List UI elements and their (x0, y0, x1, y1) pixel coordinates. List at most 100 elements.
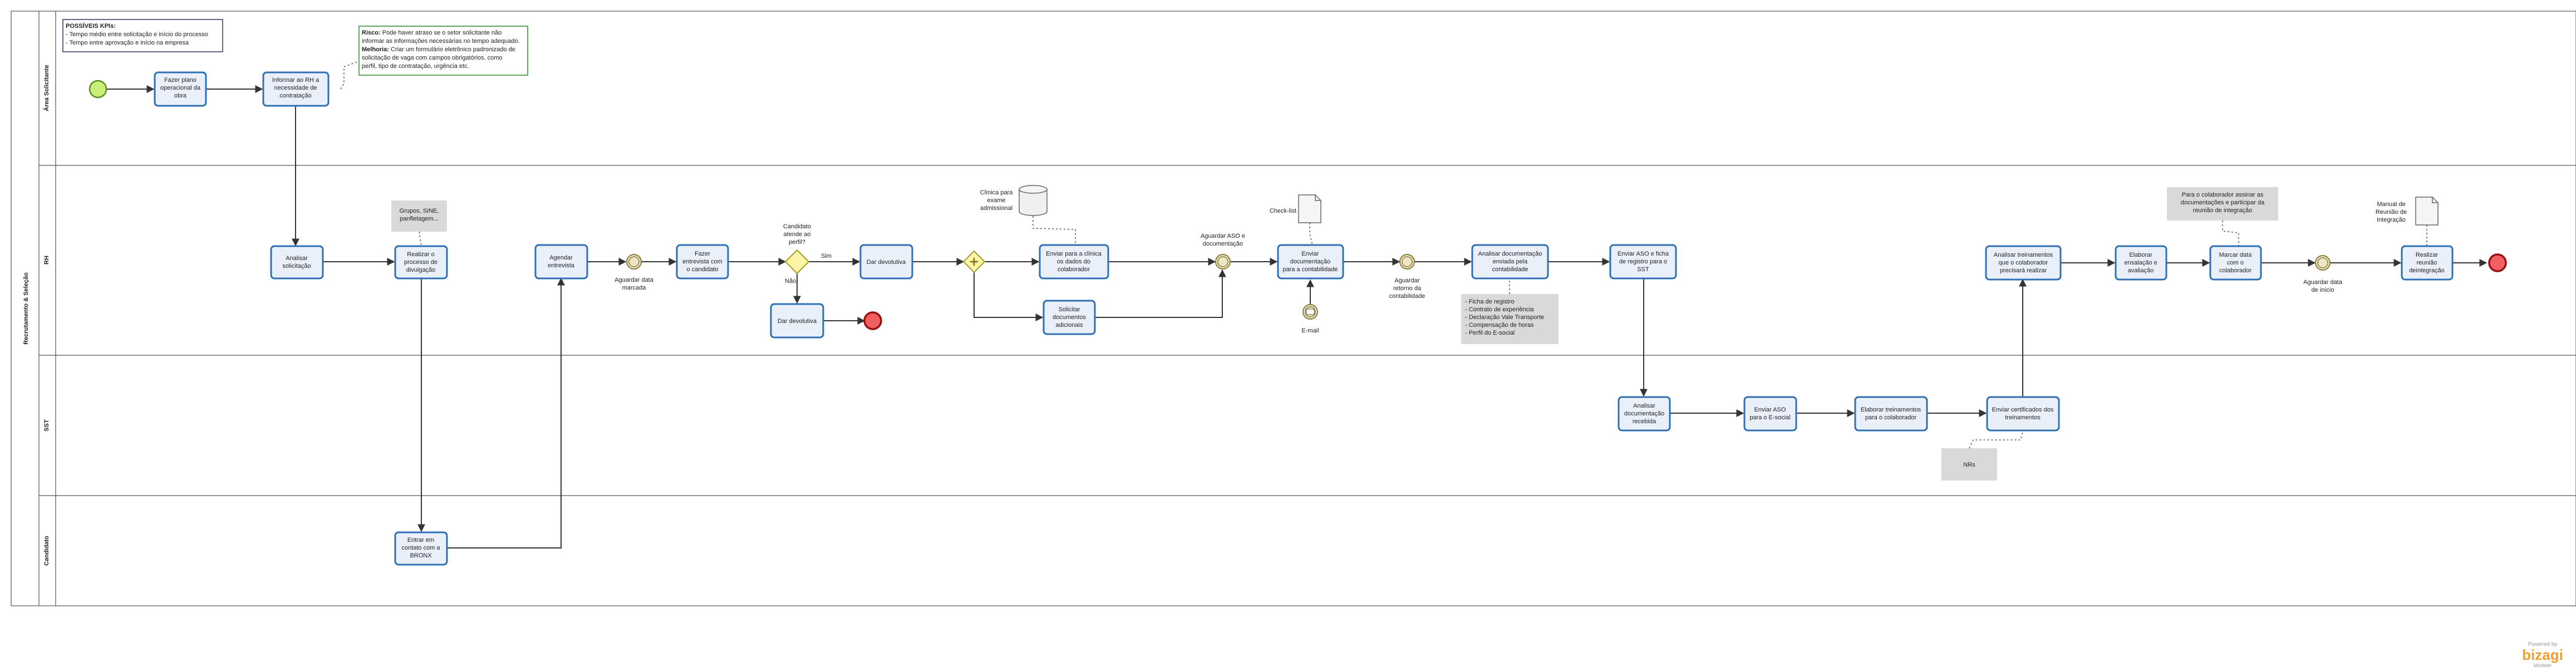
lane-rh: RH (43, 256, 50, 265)
task-fazer-plano[interactable]: Fazer plano operacional da obra (154, 71, 207, 107)
task-enviar-aso-sst[interactable]: Enviar ASO e ficha de registro para o SS… (1609, 244, 1677, 280)
event-data-marcada-line-1: Aguardar data (614, 277, 654, 283)
task-analisar-documentacao-line-1: Analisar documentação (1478, 251, 1542, 257)
task-enviar-clinica[interactable]: Enviar para a clínica os dados do colabo… (1039, 244, 1109, 280)
task-marcar-data[interactable]: Marcar data com o colaborador (2209, 245, 2262, 281)
svg-text:Melhoria: Criar um formulário: Melhoria: Criar um formulário eletrônico… (362, 46, 515, 53)
task-analisar-solicitacao-line-1: Analisar (286, 255, 308, 262)
gateway-candidato[interactable]: Candidato atende ao perfil? Sim Não (783, 223, 832, 285)
task-realizar-divulgacao[interactable]: Realizar o processo de divulgação (394, 245, 448, 280)
event-retorno-line-2: retorno da (1393, 285, 1422, 292)
task-dar-devolutiva-nao[interactable]: Dar devolutiva (770, 303, 824, 339)
manual-line-3: Integração (2377, 217, 2406, 223)
task-entrar-contato-line-1: Entrar em (407, 537, 434, 543)
task-solicitar-docs[interactable]: Solicitar documentos adicionais (1043, 300, 1096, 335)
risk-label: Risco: (362, 30, 381, 36)
brand-product: Modeler (2534, 663, 2552, 668)
task-analisar-doc-sst[interactable]: Analisar documentação recebida (1618, 396, 1671, 432)
task-analisar-doc-sst-line-2: documentação (1624, 410, 1664, 417)
timer-event-aso[interactable]: Aguardar ASO e documentação (1201, 233, 1245, 270)
event-aso-line-2: documentação (1203, 241, 1243, 247)
timer-event-retorno[interactable]: Aguardar retorno da contabilidade (1389, 254, 1425, 300)
improve-label: Melhoria: (362, 46, 389, 53)
task-fazer-entrevista-line-3: o candidato (687, 266, 719, 273)
task-agendar-entrevista[interactable]: Agendar entrevista (534, 244, 588, 280)
risk-association (340, 61, 360, 90)
task-fazer-plano-line-3: obra (174, 92, 187, 99)
task-elaborar-ensalacao-line-1: Elaborar (2129, 252, 2152, 258)
start-event[interactable] (89, 80, 107, 99)
brand-name: bizagi (2522, 646, 2563, 663)
task-marcar-data-line-1: Marcar data (2219, 252, 2253, 258)
groups-note-line-1: Grupos, SINE, (400, 208, 439, 214)
task-elaborar-treinamentos-line-1: Elaborar treinamentos (1861, 406, 1921, 413)
timer-event-data-marcada[interactable]: Aguardar data marcada (614, 254, 654, 291)
task-enviar-certificados-line-1: Enviar certificados dos (1992, 406, 2054, 413)
end-event-reprovado[interactable] (863, 311, 882, 330)
task-enviar-clinica-line-3: colaborador (1058, 266, 1090, 273)
task-enviar-contabilidade[interactable]: Enviar documentação para a contabilidade (1277, 244, 1344, 280)
pool-title: Recrutamento & Seleção (23, 272, 30, 345)
task-analisar-treinamentos[interactable]: Analisar treinamentos que o colaborador … (1985, 245, 2062, 281)
checklist-association (1309, 223, 1313, 246)
task-fazer-entrevista[interactable]: Fazer entrevista com o candidato (676, 244, 729, 280)
task-elaborar-ensalacao-line-2: ensalação e (2124, 259, 2157, 266)
task-entrar-contato[interactable]: Entrar em contato com a BRONX (394, 531, 448, 566)
task-fazer-entrevista-line-2: entrevista com (682, 258, 722, 265)
task-informar-rh[interactable]: Informar ao RH a necessidade de contrata… (262, 71, 330, 107)
message-event-email[interactable]: E-mail (1301, 304, 1319, 334)
groups-note-line-2: panfletagem... (400, 215, 439, 222)
nrs-association (1969, 429, 2024, 449)
event-data-marcada-line-2: marcada (622, 285, 647, 291)
task-realizar-reuniao-line-1: Realizar (2416, 252, 2439, 258)
lane-sst: SST (43, 419, 50, 432)
integration-note-line-1: Para o colaborador assinar as (2182, 192, 2264, 198)
pool: Recrutamento & Seleção Área Solicitante … (11, 11, 2576, 606)
task-enviar-certificados[interactable]: Enviar certificados dos treinamentos (1986, 396, 2060, 432)
nrs-note: NRs (1941, 448, 1997, 481)
task-elaborar-treinamentos[interactable]: Elaborar treinamentos para o colaborador (1854, 396, 1928, 432)
task-dar-devolutiva-sim-text: Dar devolutiva (867, 259, 906, 266)
event-email-label: E-mail (1301, 327, 1319, 334)
task-marcar-data-line-2: com o (2227, 259, 2244, 266)
task-realizar-reuniao-line-2: reunião (2417, 259, 2437, 266)
database-icon: Clínica para exame admissional (980, 185, 1048, 216)
end-event-final[interactable] (2488, 253, 2507, 272)
task-enviar-aso-sst-line-1: Enviar ASO e ficha (1618, 251, 1669, 257)
task-enviar-aso-sst-line-3: SST (1637, 266, 1649, 273)
task-fazer-plano-line-1: Fazer plano (164, 77, 196, 84)
clinica-line-2: exame (987, 197, 1005, 204)
task-elaborar-treinamentos-line-2: para o colaborador (1865, 414, 1917, 421)
sequence-flows (106, 85, 2487, 548)
task-enviar-contabilidade-line-3: para a contabilidade (1282, 266, 1338, 273)
task-analisar-documentacao-line-2: enviada pela (1493, 258, 1528, 265)
risk-note: Risco: Pode haver atraso se o setor soli… (358, 26, 528, 76)
kpis-note: POSSÍVEIS KPIs: - Tempo médio entre soli… (62, 19, 223, 52)
event-inicio-line-2: de início (2312, 287, 2334, 293)
gateway-parallel[interactable] (962, 250, 986, 273)
task-agendar-entrevista-line-2: entrevista (548, 262, 575, 269)
task-analisar-solicitacao[interactable]: Analisar solicitação (270, 245, 324, 280)
timer-event-inicio[interactable]: Aguardar data de início (2303, 255, 2343, 293)
task-elaborar-ensalacao[interactable]: Elaborar ensalação e avaliação (2115, 245, 2167, 281)
task-enviar-clinica-line-2: os dados do (1057, 258, 1090, 265)
task-enviar-aso-esocial[interactable]: Enviar ASO para o E-social (1743, 396, 1797, 432)
task-enviar-aso-esocial-line-2: para o E-social (1749, 414, 1790, 421)
kpis-line-1: - Tempo médio entre solicitação e início… (66, 31, 208, 38)
task-realizar-reuniao[interactable]: Realizar reunião deintegração (2401, 245, 2454, 281)
kpis-line-2: - Tempo entre aprovação e início na empr… (66, 40, 189, 46)
envelope-icon (1306, 308, 1315, 315)
task-informar-rh-line-2: necessidade de (274, 85, 317, 91)
task-analisar-treinamentos-line-1: Analisar treinamentos (1994, 252, 2053, 258)
integration-note: Para o colaborador assinar as documentaç… (2167, 187, 2278, 221)
event-retorno-line-1: Aguardar (1394, 277, 1420, 284)
task-dar-devolutiva-sim[interactable]: Dar devolutiva (859, 244, 913, 280)
risk-text-1: Pode haver atraso se o setor solicitante… (381, 30, 502, 36)
task-enviar-aso-esocial-line-1: Enviar ASO (1754, 406, 1786, 413)
task-solicitar-docs-line-2: documentos (1053, 314, 1086, 321)
task-analisar-documentacao[interactable]: Analisar documentação enviada pela conta… (1471, 244, 1549, 280)
integration-note-line-2: documentações e participar da (2181, 199, 2265, 206)
task-elaborar-ensalacao-line-3: avaliação (2128, 267, 2154, 274)
integration-association (2222, 221, 2239, 246)
task-fazer-plano-line-2: operacional da (160, 85, 201, 91)
